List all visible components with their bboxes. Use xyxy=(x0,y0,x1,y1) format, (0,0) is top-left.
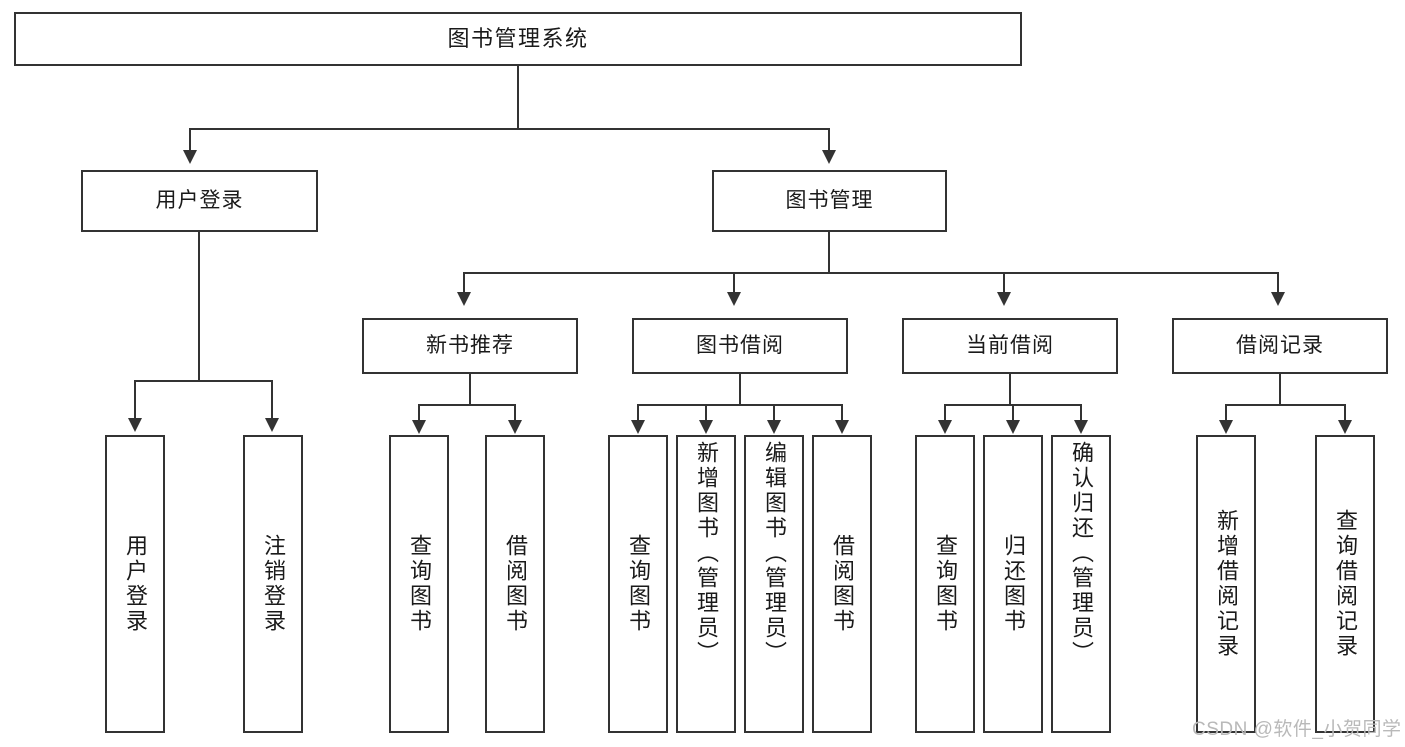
leaf-add-borrow-record[interactable]: 新增借阅记录 xyxy=(1196,435,1256,733)
connector-drop-current-borrow xyxy=(1003,272,1005,294)
connector-drop-leaf-logout-login xyxy=(271,380,273,420)
connector-drop-leaf-edit-book xyxy=(773,404,775,422)
connector-drop-leaf-add-record xyxy=(1225,404,1227,422)
connector-drop-leaf-add-book xyxy=(705,404,707,422)
connector-drop-leaf-confirm-return xyxy=(1080,404,1082,422)
node-label: 新书推荐 xyxy=(426,333,514,357)
connector-level2-bar xyxy=(463,272,1279,274)
connector-borrow-record-stem xyxy=(1279,374,1281,406)
leaf-return-book[interactable]: 归还图书 xyxy=(983,435,1043,733)
arrow-to-current-borrow xyxy=(997,292,1011,306)
node-label: 新增图书（管理员） xyxy=(694,441,719,666)
connector-root-stem xyxy=(517,66,519,129)
leaf-user-login[interactable]: 用户登录 xyxy=(105,435,165,733)
arrow-to-leaf-logout-login xyxy=(265,418,279,432)
connector-book-manage-stem xyxy=(828,232,830,274)
arrow-to-leaf-add-book xyxy=(699,420,713,434)
arrow-to-leaf-return-book xyxy=(1006,420,1020,434)
leaf-query-book-borrow[interactable]: 查询图书 xyxy=(608,435,668,733)
arrow-to-new-book-recommend xyxy=(457,292,471,306)
node-label: 查询图书 xyxy=(626,534,651,634)
connector-user-login-stem xyxy=(198,232,200,382)
leaf-borrow-book-borrow[interactable]: 借阅图书 xyxy=(812,435,872,733)
leaf-logout-login[interactable]: 注销登录 xyxy=(243,435,303,733)
leaf-query-borrow-record[interactable]: 查询借阅记录 xyxy=(1315,435,1375,733)
arrow-to-user-login xyxy=(183,150,197,164)
arrow-to-leaf-query-book-3 xyxy=(938,420,952,434)
connector-current-borrow-stem xyxy=(1009,374,1011,406)
node-label: 用户登录 xyxy=(123,534,148,634)
connector-new-book-recommend-bar xyxy=(418,404,516,406)
connector-drop-book-manage xyxy=(828,128,830,152)
node-label: 借阅图书 xyxy=(830,534,855,634)
connector-drop-leaf-borrow-book-1 xyxy=(514,404,516,422)
arrow-to-leaf-query-book-2 xyxy=(631,420,645,434)
node-label: 确认归还（管理员） xyxy=(1069,441,1094,666)
arrow-to-leaf-edit-book xyxy=(767,420,781,434)
arrow-to-leaf-user-login xyxy=(128,418,142,432)
arrow-to-book-borrow xyxy=(727,292,741,306)
connector-user-login-bar xyxy=(134,380,272,382)
node-borrow-record[interactable]: 借阅记录 xyxy=(1172,318,1388,374)
arrow-to-book-manage xyxy=(822,150,836,164)
node-label: 借阅图书 xyxy=(503,534,528,634)
leaf-query-book-current[interactable]: 查询图书 xyxy=(915,435,975,733)
node-label: 查询借阅记录 xyxy=(1333,509,1358,659)
connector-drop-leaf-query-book-1 xyxy=(418,404,420,422)
node-label: 借阅记录 xyxy=(1236,333,1324,357)
node-current-borrow[interactable]: 当前借阅 xyxy=(902,318,1118,374)
leaf-borrow-book-recommend[interactable]: 借阅图书 xyxy=(485,435,545,733)
node-book-borrow[interactable]: 图书借阅 xyxy=(632,318,848,374)
arrow-to-leaf-borrow-book-1 xyxy=(508,420,522,434)
connector-drop-borrow-record xyxy=(1277,272,1279,294)
connector-drop-leaf-query-book-3 xyxy=(944,404,946,422)
connector-drop-leaf-return-book xyxy=(1012,404,1014,422)
node-new-book-recommend[interactable]: 新书推荐 xyxy=(362,318,578,374)
node-label: 用户登录 xyxy=(155,188,244,212)
node-label: 图书管理 xyxy=(785,188,874,212)
node-label: 查询图书 xyxy=(407,534,432,634)
connector-new-book-recommend-stem xyxy=(469,374,471,406)
node-label: 图书借阅 xyxy=(696,333,784,357)
leaf-confirm-return-admin[interactable]: 确认归还（管理员） xyxy=(1051,435,1111,733)
connector-drop-user-login xyxy=(189,128,191,152)
node-label: 查询图书 xyxy=(933,534,958,634)
arrow-to-leaf-query-book-1 xyxy=(412,420,426,434)
connector-drop-new-book-recommend xyxy=(463,272,465,294)
connector-borrow-record-bar xyxy=(1225,404,1344,406)
node-label: 新增借阅记录 xyxy=(1214,509,1239,659)
arrow-to-borrow-record xyxy=(1271,292,1285,306)
node-user-login[interactable]: 用户登录 xyxy=(81,170,318,232)
connector-drop-leaf-query-record xyxy=(1344,404,1346,422)
node-root-book-management-system[interactable]: 图书管理系统 xyxy=(14,12,1022,66)
leaf-add-book-admin[interactable]: 新增图书（管理员） xyxy=(676,435,736,733)
arrow-to-leaf-confirm-return xyxy=(1074,420,1088,434)
node-label: 当前借阅 xyxy=(966,333,1054,357)
arrow-to-leaf-add-record xyxy=(1219,420,1233,434)
connector-level1-bar xyxy=(189,128,830,130)
node-book-management[interactable]: 图书管理 xyxy=(712,170,947,232)
connector-drop-leaf-borrow-book-2 xyxy=(841,404,843,422)
connector-book-borrow-stem xyxy=(739,374,741,406)
node-label: 编辑图书（管理员） xyxy=(762,441,787,666)
leaf-edit-book-admin[interactable]: 编辑图书（管理员） xyxy=(744,435,804,733)
arrow-to-leaf-borrow-book-2 xyxy=(835,420,849,434)
node-label: 图书管理系统 xyxy=(447,25,589,51)
node-label: 归还图书 xyxy=(1001,534,1026,634)
leaf-query-book-recommend[interactable]: 查询图书 xyxy=(389,435,449,733)
connector-drop-leaf-query-book-2 xyxy=(637,404,639,422)
node-label: 注销登录 xyxy=(261,534,286,634)
connector-drop-book-borrow xyxy=(733,272,735,294)
connector-drop-leaf-user-login xyxy=(134,380,136,420)
arrow-to-leaf-query-record xyxy=(1338,420,1352,434)
connector-book-borrow-bar xyxy=(637,404,843,406)
